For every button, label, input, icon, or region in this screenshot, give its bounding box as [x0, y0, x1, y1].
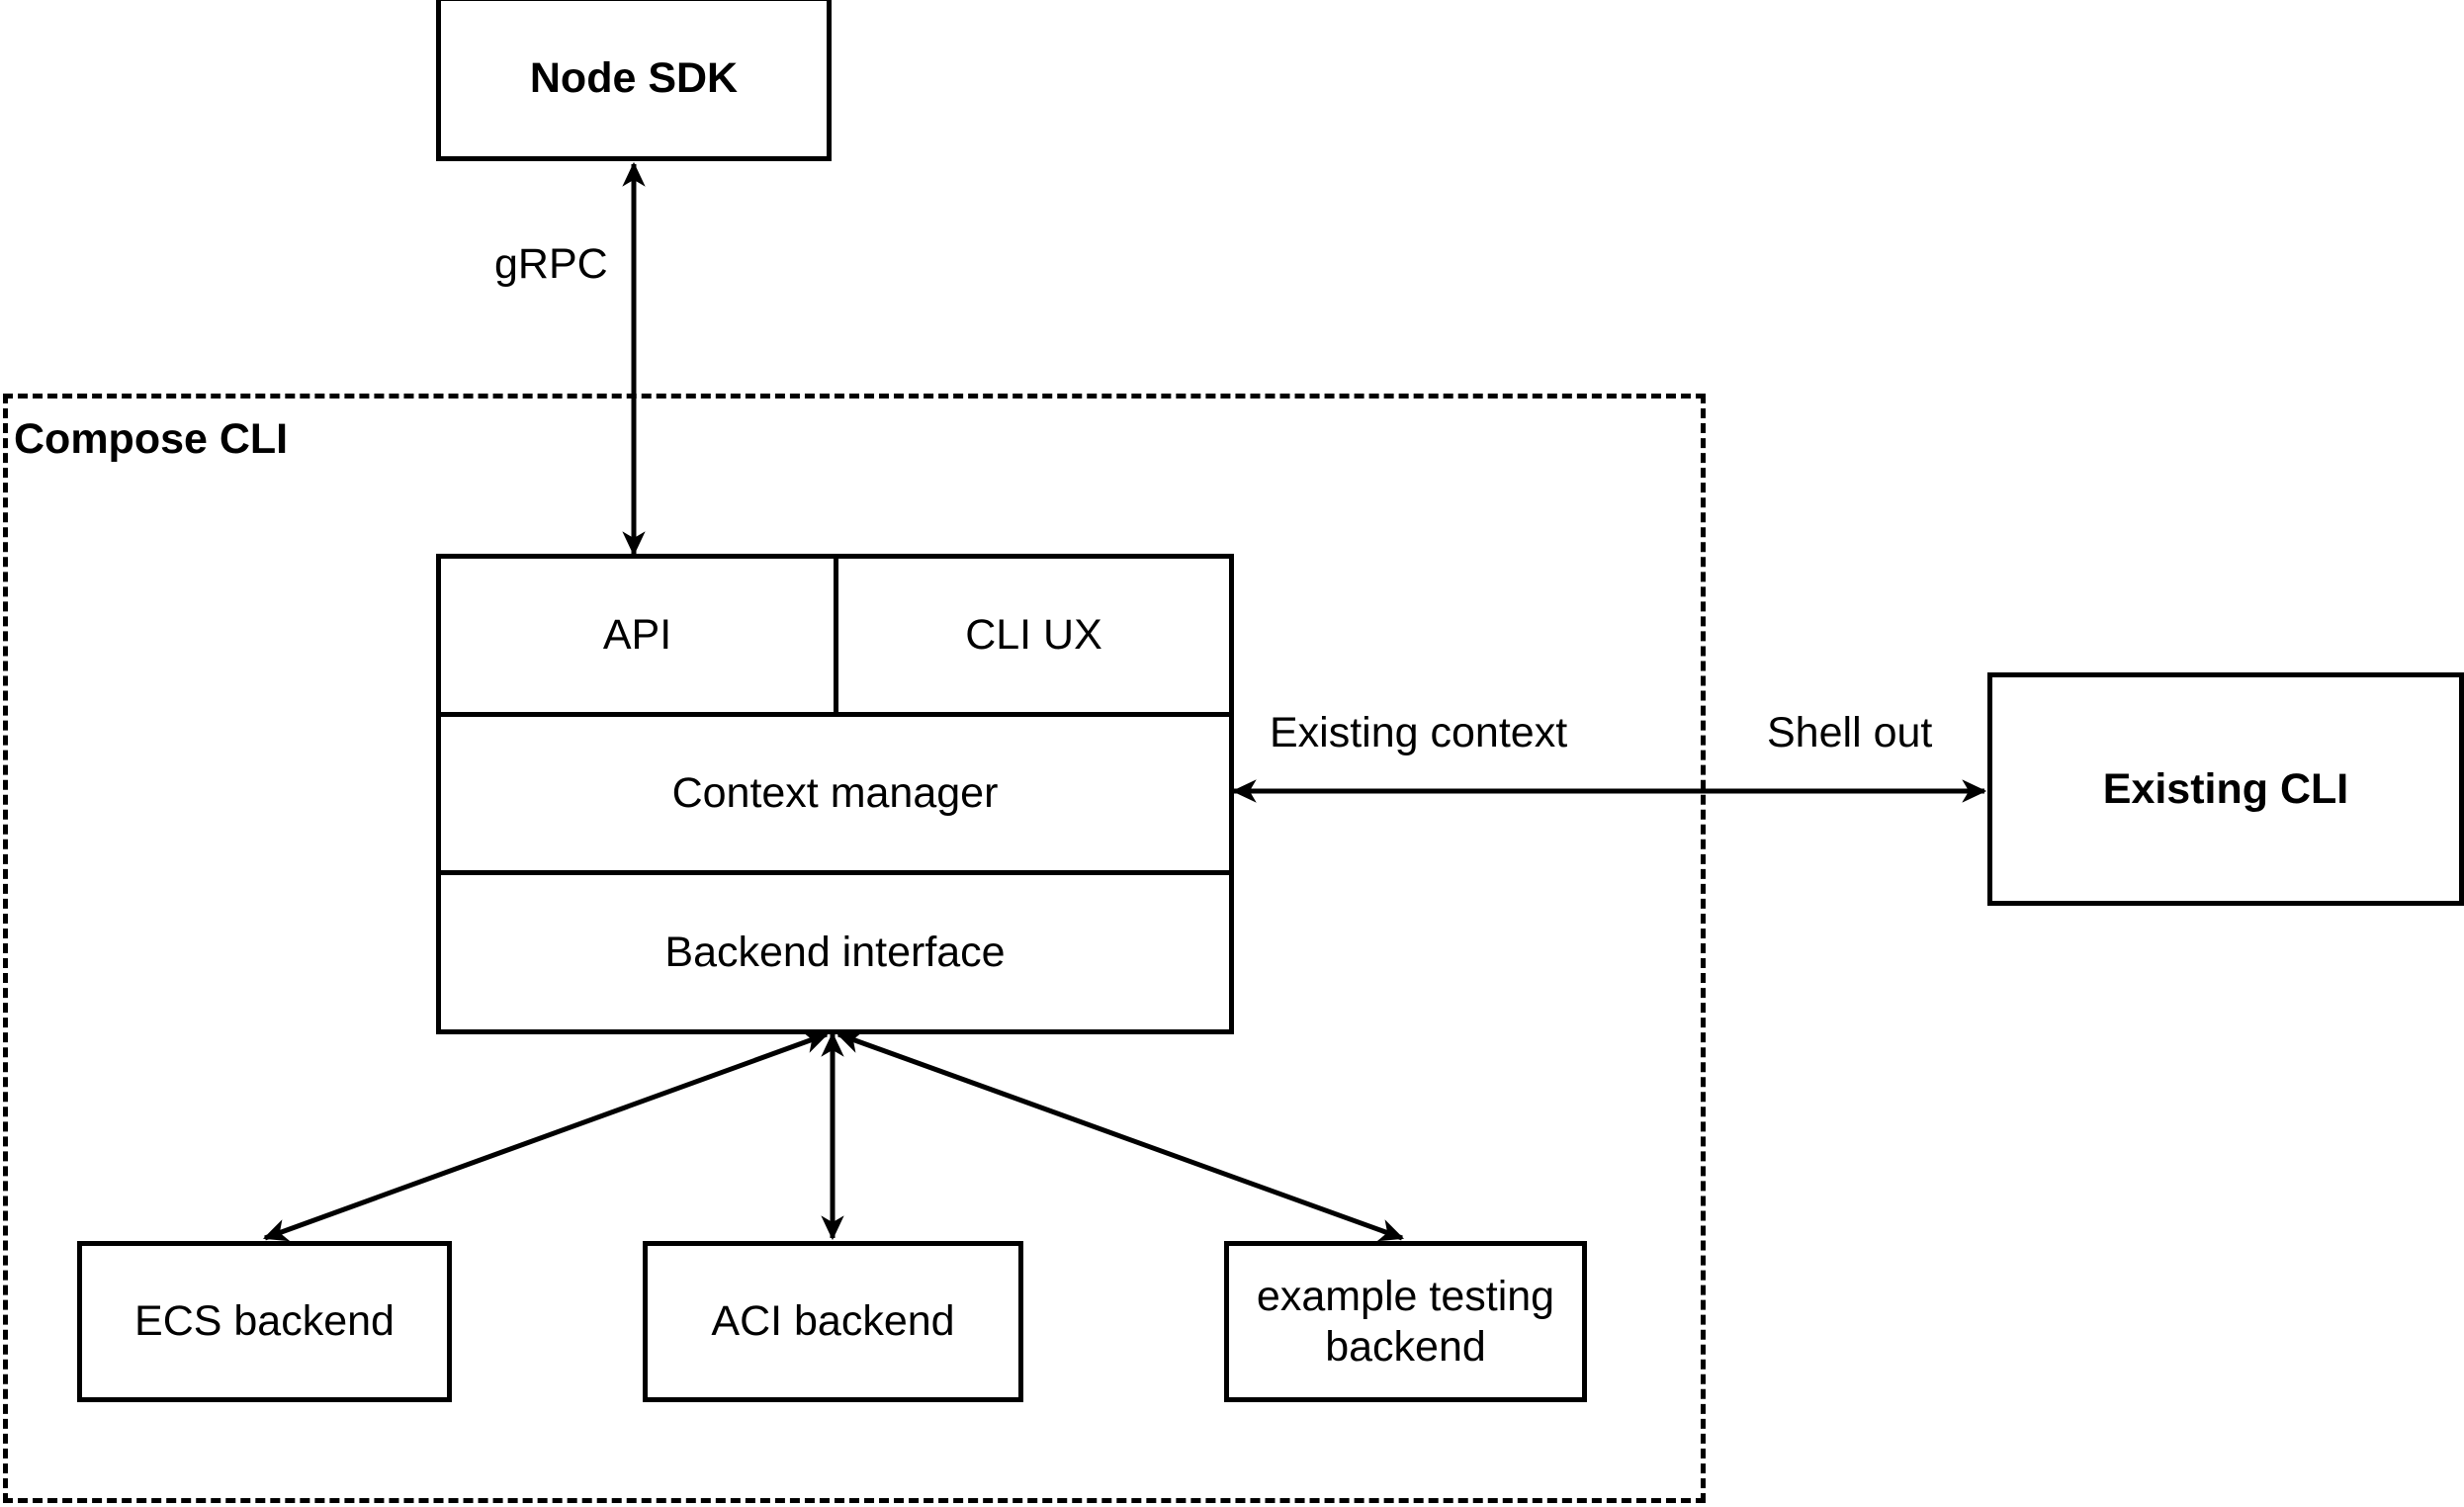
example-testing-backend-label: example testing backend: [1256, 1272, 1555, 1371]
node-example-testing-backend[interactable]: example testing backend: [1224, 1241, 1587, 1402]
node-api[interactable]: API: [441, 559, 834, 712]
edge-label-grpc: gRPC: [490, 240, 612, 289]
group-compose-cli-label: Compose CLI: [14, 415, 289, 463]
backend-interface-label: Backend interface: [664, 928, 1006, 976]
node-aci-backend[interactable]: ACI backend: [643, 1241, 1023, 1402]
node-compose-cli-stack: API CLI UX Context manager Backend inter…: [436, 554, 1234, 1034]
node-cli-ux[interactable]: CLI UX: [838, 559, 1229, 712]
aci-backend-label: ACI backend: [711, 1297, 955, 1346]
edge-label-existing-context: Existing context: [1266, 709, 1572, 757]
api-label: API: [602, 611, 672, 660]
node-context-manager[interactable]: Context manager: [441, 717, 1229, 870]
divider-row-2: [441, 870, 1229, 875]
node-node-sdk[interactable]: Node SDK: [436, 0, 832, 161]
edge-label-shell-out: Shell out: [1763, 709, 1937, 757]
node-ecs-backend[interactable]: ECS backend: [77, 1241, 452, 1402]
divider-api-cliux: [834, 559, 838, 712]
node-sdk-label: Node SDK: [529, 54, 739, 103]
ecs-backend-label: ECS backend: [134, 1297, 395, 1346]
divider-row-1: [441, 712, 1229, 717]
existing-cli-label: Existing CLI: [2102, 764, 2349, 813]
context-manager-label: Context manager: [671, 769, 999, 818]
cli-ux-label: CLI UX: [965, 611, 1102, 660]
node-backend-interface[interactable]: Backend interface: [441, 875, 1229, 1029]
group-compose-cli: [3, 394, 1706, 1503]
node-existing-cli[interactable]: Existing CLI: [1987, 672, 2464, 906]
